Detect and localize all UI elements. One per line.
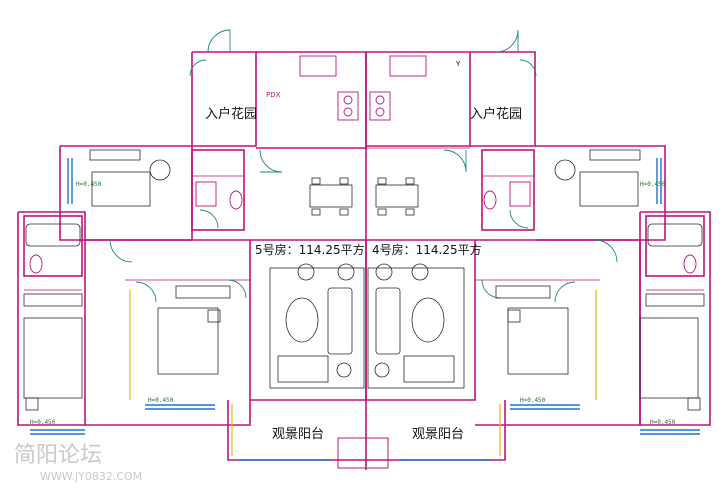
watermark-text: 简阳论坛 (14, 443, 102, 468)
pdx-mark: PDX (266, 91, 281, 99)
unit-left-title: 5号房：114.25平方 (255, 242, 365, 257)
fixtures (29, 55, 697, 274)
dim-right-b: H=0.450 (650, 419, 676, 426)
dim-right-c: H=0.450 (520, 397, 546, 404)
entry-garden-right-label: 入户花园 (470, 106, 522, 122)
furniture (23, 149, 705, 411)
watermark-url: WWW.JY0832.COM (40, 470, 142, 483)
dim-right-a: H=0.450 (640, 181, 666, 188)
dim-left-b: H=0.450 (30, 419, 56, 426)
inner-walls (24, 147, 704, 291)
balcony-railing (129, 290, 597, 456)
windows (30, 158, 700, 461)
doors (109, 29, 618, 303)
unit-right-title: 4号房：114.25平方 (372, 242, 482, 257)
entry-garden-left-label: 入户花园 (205, 106, 257, 122)
walls (17, 51, 711, 470)
dim-left-c: H=0.450 (148, 397, 174, 404)
balcony-left-label: 观景阳台 (272, 427, 324, 442)
balcony-right-label: 观景阳台 (412, 427, 464, 442)
y-mark: Y (455, 60, 461, 68)
balcony-column (337, 437, 389, 469)
dim-left-a: H=0.450 (76, 181, 102, 188)
